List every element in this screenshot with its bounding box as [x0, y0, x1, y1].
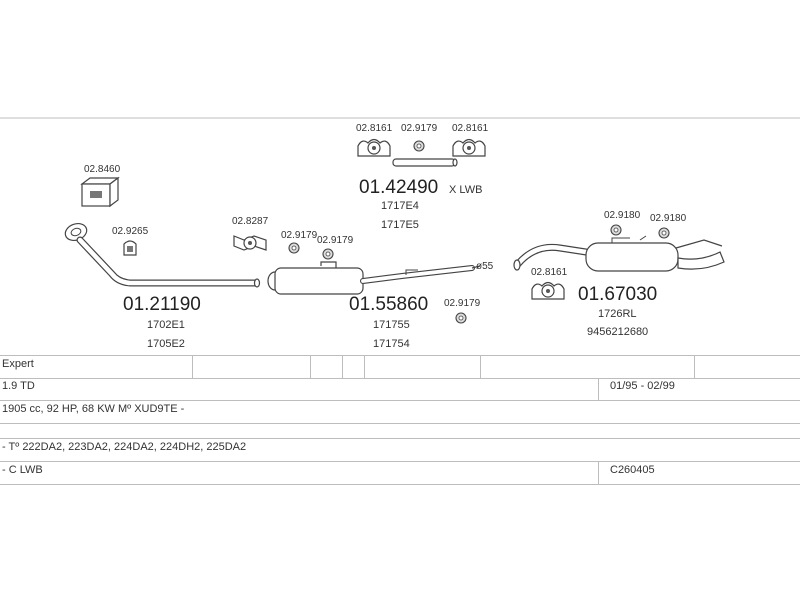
clamp-9179-b-icon [322, 248, 334, 260]
variant-cell: - C LWB [2, 464, 43, 476]
clamp-9265-icon [123, 240, 137, 256]
clamp-9179-a-label: 02.9179 [281, 230, 318, 241]
clamp-9265-label: 02.9265 [112, 226, 149, 237]
table-row-model: Expert [0, 355, 800, 379]
front-pipe-ref-1: 1702E1 [147, 319, 185, 331]
center-pipe-ref-1: 1717E4 [381, 200, 419, 212]
middle-silencer-graphic [267, 261, 481, 295]
clamp-top-label: 02.9179 [401, 123, 438, 134]
years-cell: 01/95 - 02/99 [610, 380, 675, 392]
clamp-9179-a-icon [288, 242, 300, 254]
mount-top-left-icon [357, 138, 391, 157]
middle-silencer-ref-2: 171754 [373, 338, 410, 350]
clamp-9180-a-icon [610, 224, 622, 236]
middle-silencer-number: 01.55860 [349, 294, 428, 315]
table-row-variant: - C LWB C260405 [0, 462, 800, 485]
mount-rear-lower-icon [531, 281, 565, 300]
pipe-diameter-label: ø55 [476, 261, 494, 272]
clamp-9179-mid-icon [455, 312, 467, 324]
rear-silencer-graphic [513, 235, 725, 272]
rear-silencer-ref-2: 9456212680 [587, 326, 648, 338]
middle-silencer-ref-1: 171755 [373, 319, 410, 331]
rear-silencer-ref-1: 1726RL [598, 308, 637, 320]
kit-box-label: 02.8460 [84, 164, 121, 175]
mount-top-right-label: 02.8161 [452, 123, 489, 134]
clamp-9180-b-icon [658, 227, 670, 239]
clamp-top-icon [413, 140, 425, 152]
center-pipe-number: 01.42490 [359, 177, 438, 198]
front-pipe-ref-2: 1705E2 [147, 338, 185, 350]
specs-cell: 1905 cc, 92 HP, 68 KW Mº XUD9TE - [2, 403, 185, 415]
front-pipe-number: 01.21190 [123, 294, 201, 315]
clamp-9180-b-label: 02.9180 [650, 213, 687, 224]
mount-8287-icon [233, 235, 267, 251]
model-cell: Expert [2, 358, 34, 370]
clamp-9179-mid-label: 02.9179 [444, 298, 481, 309]
center-pipe-suffix: X LWB [449, 184, 482, 196]
mount-top-right-icon [452, 138, 486, 157]
center-pipe-ref-2: 1717E5 [381, 219, 419, 231]
rear-silencer-number: 01.67030 [578, 284, 657, 305]
table-row-engine: 1.9 TD 01/95 - 02/99 [0, 378, 800, 401]
front-pipe-graphic [64, 222, 261, 288]
mount-rear-lower-label: 02.8161 [531, 267, 568, 278]
engine-cell: 1.9 TD [2, 380, 35, 392]
table-row-specs: 1905 cc, 92 HP, 68 KW Mº XUD9TE - [0, 401, 800, 424]
clamp-9179-b-label: 02.9179 [317, 235, 354, 246]
mount-8287-label: 02.8287 [232, 216, 269, 227]
table-row-types: - Tº 222DA2, 223DA2, 224DA2, 224DH2, 225… [0, 439, 800, 462]
center-pipe-graphic [392, 158, 458, 167]
clamp-9180-a-label: 02.9180 [604, 210, 641, 221]
table-row-spacer [0, 424, 800, 439]
types-cell: - Tº 222DA2, 223DA2, 224DA2, 224DH2, 225… [2, 441, 247, 453]
fitting-kit-box [80, 176, 120, 208]
mount-top-left-label: 02.8161 [356, 123, 393, 134]
code-cell: C260405 [610, 464, 655, 476]
